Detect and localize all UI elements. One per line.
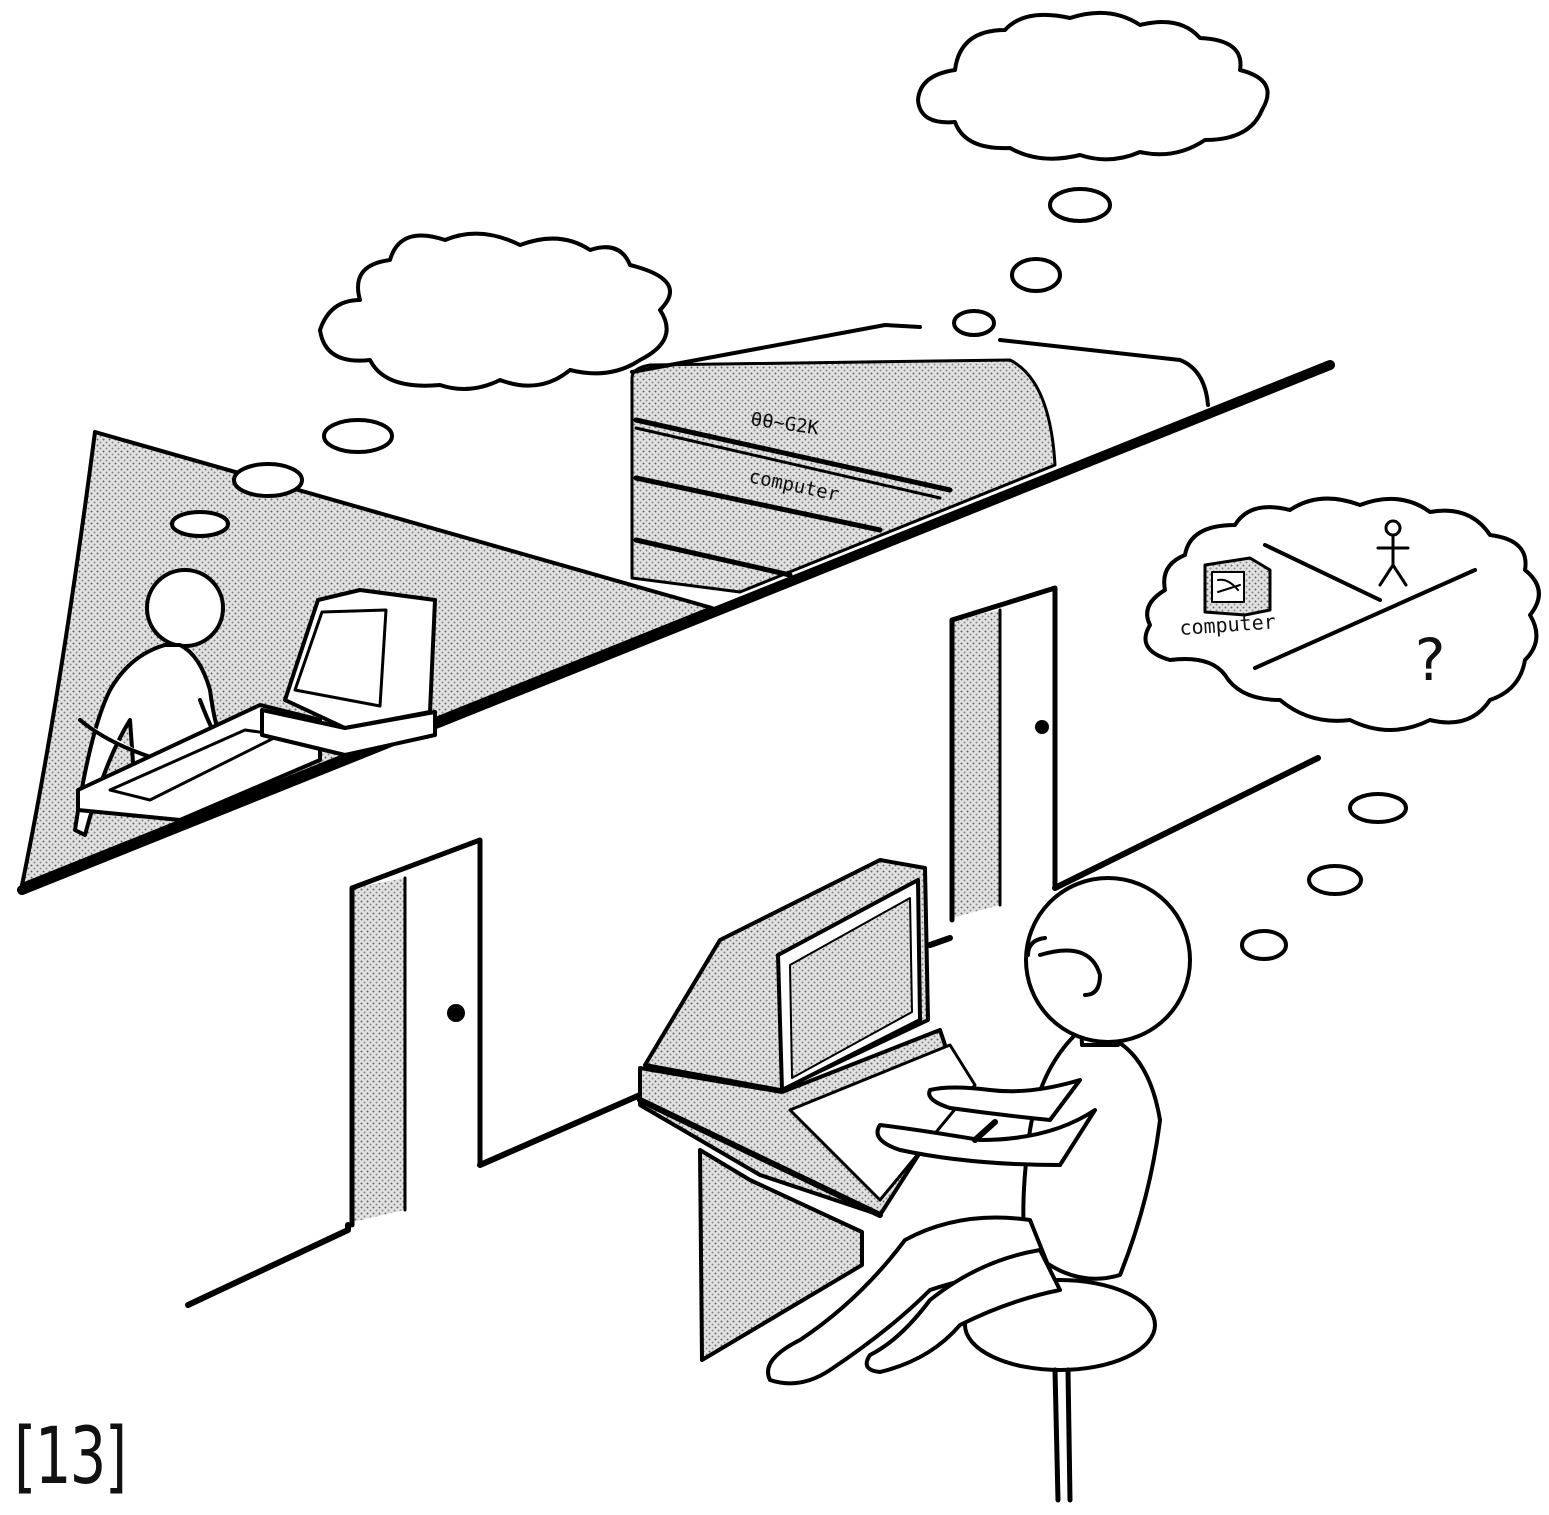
mainframe-computer bbox=[632, 325, 1208, 592]
question-mark: ? bbox=[1412, 626, 1447, 694]
door-right bbox=[952, 588, 1055, 920]
thought-cloud-upper-left bbox=[172, 234, 670, 536]
door-left bbox=[352, 840, 480, 1225]
thought-cloud-top-right bbox=[918, 13, 1268, 335]
door-knob-icon bbox=[1035, 720, 1049, 734]
thought-cloud-right: computer ? bbox=[1146, 499, 1539, 959]
computer-icon bbox=[1205, 558, 1270, 615]
door-knob-icon bbox=[447, 1004, 465, 1022]
figure-number: [13] bbox=[14, 1418, 126, 1496]
